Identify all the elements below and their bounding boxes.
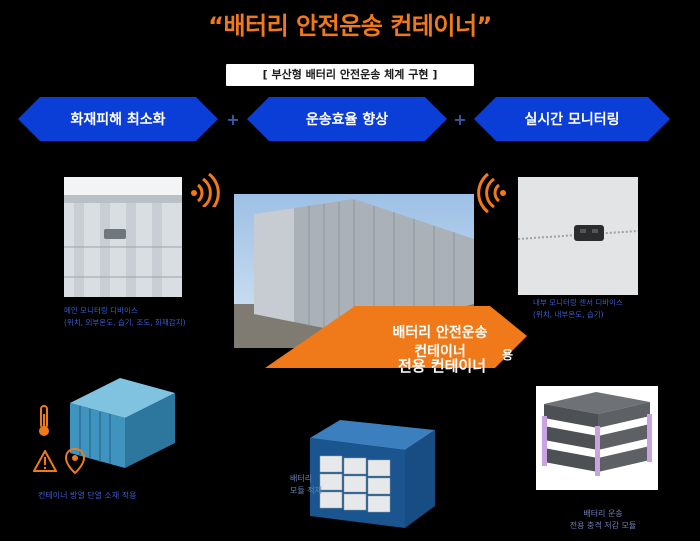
shock-module-photo: [536, 386, 658, 490]
highlight-arrow: [265, 306, 527, 368]
caption-line: 메인 모니터링 디바이스: [64, 306, 138, 315]
main-device-caption: 메인 모니터링 디바이스 (위치, 외부온도, 습기, 조도, 화재감지): [64, 305, 186, 329]
caption-line: 모듈 적재: [290, 486, 322, 495]
plus-sign: +: [226, 110, 240, 129]
ghost-text: 용: [502, 348, 514, 362]
battery-load-caption: 배터리 모듈 적재: [290, 473, 322, 497]
shock-module-caption: 배터리 운송 전용 충격 저감 모듈: [548, 508, 658, 532]
insulated-container-illustration: [70, 378, 175, 468]
location-pin-icon: [65, 448, 85, 474]
arrow-label: 배터리 안전운송 컨테이너: [360, 324, 520, 362]
caption-line: 배터리: [290, 474, 313, 483]
wireless-signal-icon: [191, 173, 220, 207]
battery-loaded-container-illustration: [310, 420, 435, 528]
caption-line: 내부 모니터링 센서 디바이스: [533, 298, 623, 307]
internal-device-caption: 내부 모니터링 센서 디바이스 (위치, 내부온도, 습기): [533, 297, 623, 321]
pillar-realtime-monitoring: 실시간 모니터링: [474, 97, 670, 141]
subtitle-box: [ 부산형 배터리 안전운송 체계 구현 ]: [226, 64, 474, 86]
pillar-transport-efficiency: 운송효율 향상: [247, 97, 447, 141]
arrow-label-line: 배터리 안전운송: [392, 325, 488, 341]
container-insulation-caption: 컨테이너 방열 단열 소재 적용: [38, 491, 137, 500]
caption-line: (위치, 외부온도, 습기, 조도, 화재감지): [64, 318, 186, 327]
ghost-text: 전용 컨테이너: [398, 357, 487, 375]
caption-line: (위치, 내부온도, 습기): [533, 310, 604, 319]
internal-sensor-device-photo: [518, 177, 638, 295]
wireless-signal-icon: [477, 173, 506, 213]
page-title: “배터리 안전운송 컨테이너”: [208, 12, 492, 40]
plus-sign: +: [453, 110, 467, 129]
caption-line: 전용 충격 저감 모듈: [569, 521, 637, 530]
pillar-label: 운송효율 향상: [305, 112, 389, 128]
thermometer-icon: [39, 405, 49, 436]
pillar-label: 화재피해 최소화: [70, 112, 166, 128]
main-monitoring-device-photo: [64, 177, 182, 297]
pillar-label: 실시간 모니터링: [524, 112, 620, 128]
warning-icon: [33, 450, 57, 472]
arrow-label-line: 컨테이너: [414, 344, 466, 360]
pillar-fire-minimization: 화재피해 최소화: [18, 97, 218, 141]
caption-line: 배터리 운송: [583, 509, 623, 518]
